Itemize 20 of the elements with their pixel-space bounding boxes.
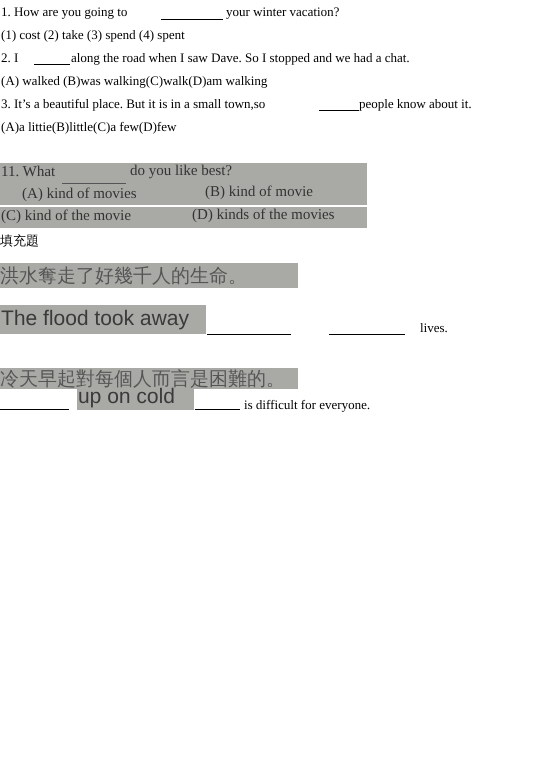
question-text: 洪水奪走了好幾千人的生命。 <box>0 264 247 289</box>
question-text: lives. <box>420 320 448 336</box>
question-text: (1) cost (2) take (3) spend (4) spent <box>1 27 185 43</box>
question-text: along the road when I saw Dave. So I stopped and we had a chat. <box>71 50 410 66</box>
question-text: is difficult for everyone. <box>244 397 370 413</box>
question-text: people know about it. <box>359 96 472 112</box>
question-text: do you like best? <box>130 163 232 180</box>
question-text: (D) kinds of the movies <box>192 207 334 224</box>
section-heading: 填充題 <box>0 233 39 250</box>
question-text: 3. It’s a beautiful place. But it is in a small town,so <box>1 96 266 112</box>
question-text: 2. I <box>1 50 18 66</box>
question-text: (A)a littie(B)little(C)a few(D)few <box>1 119 176 135</box>
question-text: The flood took away <box>1 307 189 331</box>
question-text: (B) kind of movie <box>205 184 313 201</box>
question-text: 11. What <box>1 164 56 181</box>
question-text: (A) walked (B)was walking(C)walk(D)am walking <box>1 73 268 89</box>
question-text: 1. How are you going to <box>1 4 128 20</box>
question-text: (C) kind of the movie <box>1 208 131 225</box>
question-text: your winter vacation? <box>226 4 340 20</box>
question-text: (A) kind of movies <box>22 186 137 203</box>
